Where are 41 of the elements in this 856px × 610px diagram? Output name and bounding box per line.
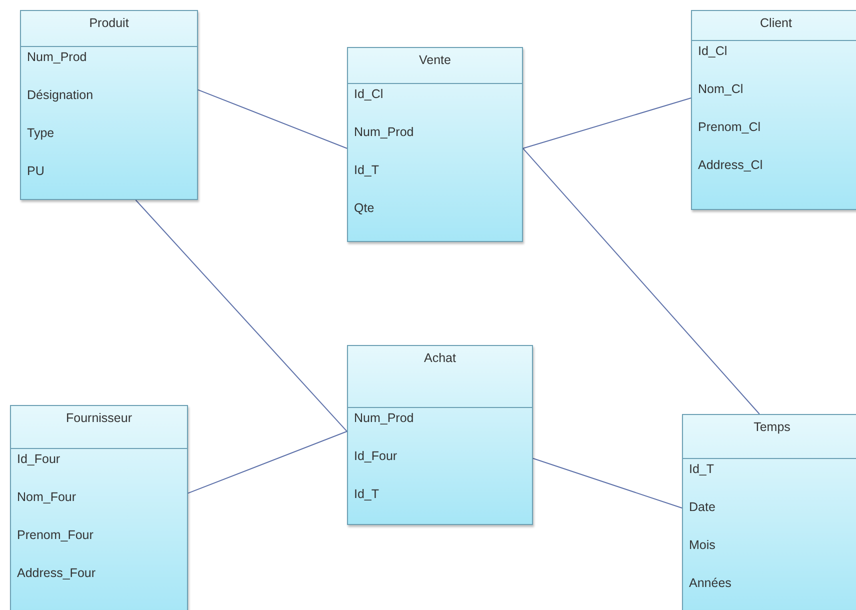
connector-line [135,200,348,432]
connector-line [532,458,682,508]
attribute-name: Nom_Four [17,490,76,504]
entity-table [691,10,856,210]
attribute-name: Date [689,500,716,514]
connector-line [198,89,348,149]
attribute-name: Id_Cl [698,44,728,58]
connector-line [522,98,692,149]
entity-name: Produit [89,16,129,30]
attribute-name: Années [689,576,732,590]
attribute-name: Id_T [354,163,380,177]
entity-name: Fournisseur [66,411,132,425]
attribute-name: Id_T [354,487,380,501]
attribute-name: Id_Four [354,449,398,463]
attribute-name: Prenom_Cl [698,120,761,134]
attribute-name: Prenom_Four [17,528,94,542]
connector-line [188,430,348,494]
attribute-name: Id_Cl [354,87,384,101]
entity-table [20,10,198,200]
attribute-name: Num_Prod [354,125,414,139]
attribute-name: Id_Four [17,452,60,466]
attribute-name: Désignation [27,88,94,102]
attribute-name: Id_T [689,462,714,476]
entity-name: Achat [424,351,456,365]
attribute-name: Mois [689,538,716,552]
attribute-name: Address_Cl [698,158,763,172]
entity-name: Vente [419,53,451,67]
attribute-name: Num_Prod [27,50,87,64]
attribute-name: Address_Four [17,566,96,580]
attribute-name: Type [27,126,54,140]
attribute-name: Qte [354,201,374,215]
connector-line [522,148,760,414]
attribute-name: Num_Prod [354,411,414,425]
entity-name: Temps [754,420,790,434]
entity-table [682,414,856,610]
entity-table [10,405,188,610]
entity-table [347,47,523,242]
entity-name: Client [760,16,792,30]
entity-table [347,345,533,525]
attribute-name: Nom_Cl [698,82,744,96]
attribute-name: PU [27,164,44,178]
